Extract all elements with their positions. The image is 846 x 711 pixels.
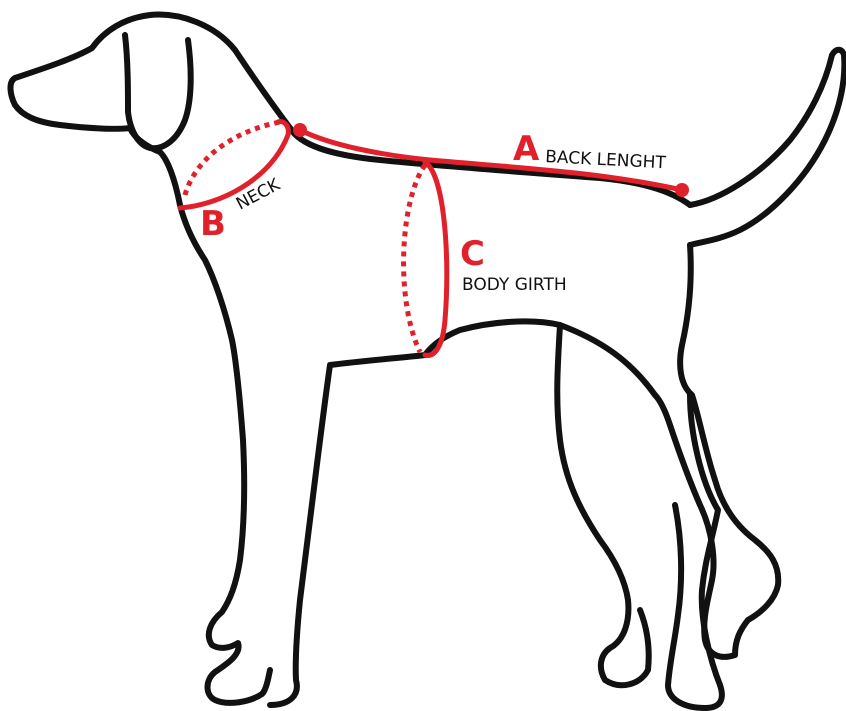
measurement-b-label: NECK <box>233 175 284 215</box>
measurement-a-letter: A <box>513 129 540 169</box>
girth-dashed-arc <box>404 165 425 352</box>
dog-front-leg-far-outline <box>557 325 648 685</box>
dog-ear-outline <box>125 35 191 148</box>
back-length-start-dot <box>293 123 307 137</box>
measurement-a: A BACK LENGHT <box>293 123 689 197</box>
measurement-c-letter: C <box>460 234 485 274</box>
dog-outline <box>10 15 844 708</box>
measurement-b: B NECK <box>180 122 288 244</box>
measurement-c-label: BODY GIRTH <box>462 275 567 295</box>
dog-tail-outline <box>690 50 844 245</box>
girth-solid-arc <box>425 162 447 355</box>
dog-belly-outline <box>270 321 655 705</box>
measurement-b-letter: B <box>200 204 226 244</box>
dog-rear-leg-outline <box>655 245 778 657</box>
back-length-end-dot <box>675 183 689 197</box>
dog-head-outline <box>10 15 290 129</box>
